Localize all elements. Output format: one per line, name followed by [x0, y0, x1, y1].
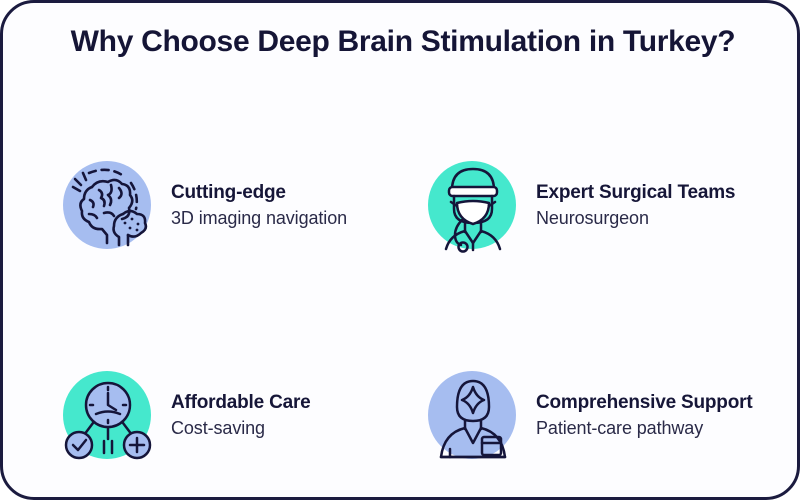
- surgeon-icon-wrapper: [424, 157, 522, 255]
- feature-item-comprehensive-support[interactable]: Comprehensive Support Patient-care pathw…: [424, 353, 779, 478]
- feature-subtitle: Cost-saving: [171, 418, 265, 439]
- feature-title: Expert Surgical Teams: [536, 181, 736, 203]
- cost-network-icon-wrapper: [59, 367, 157, 465]
- page-title: Why Choose Deep Brain Stimulation in Tur…: [70, 25, 736, 58]
- feature-subtitle: Neurosurgeon: [536, 208, 649, 229]
- feature-grid: Cutting-edge 3D imaging navigation: [59, 143, 779, 483]
- feature-subtitle: Patient-care pathway: [536, 418, 704, 439]
- feature-subtitle: 3D imaging navigation: [171, 208, 348, 229]
- feature-item-expert-surgical-teams[interactable]: Expert Surgical Teams Neurosurgeon: [424, 143, 779, 268]
- feature-text-block: Comprehensive Support Patient-care pathw…: [536, 390, 753, 442]
- brain-icon-wrapper: [59, 157, 157, 255]
- cost-network-icon: [64, 381, 152, 459]
- brain-icon: [71, 168, 148, 246]
- feature-item-cutting-edge[interactable]: Cutting-edge 3D imaging navigation: [59, 143, 424, 268]
- surgeon-icon: [444, 167, 502, 253]
- feature-title: Comprehensive Support: [536, 391, 753, 413]
- feature-title: Cutting-edge: [171, 181, 286, 203]
- feature-text-block: Affordable Care Cost-saving: [171, 390, 311, 442]
- medical-staff-icon: [439, 379, 507, 458]
- feature-item-affordable-care[interactable]: Affordable Care Cost-saving: [59, 353, 424, 478]
- feature-text-block: Expert Surgical Teams Neurosurgeon: [536, 180, 735, 232]
- feature-text-block: Cutting-edge 3D imaging navigation: [171, 180, 347, 232]
- medical-staff-icon-wrapper: [424, 367, 522, 465]
- feature-title: Affordable Care: [171, 391, 311, 413]
